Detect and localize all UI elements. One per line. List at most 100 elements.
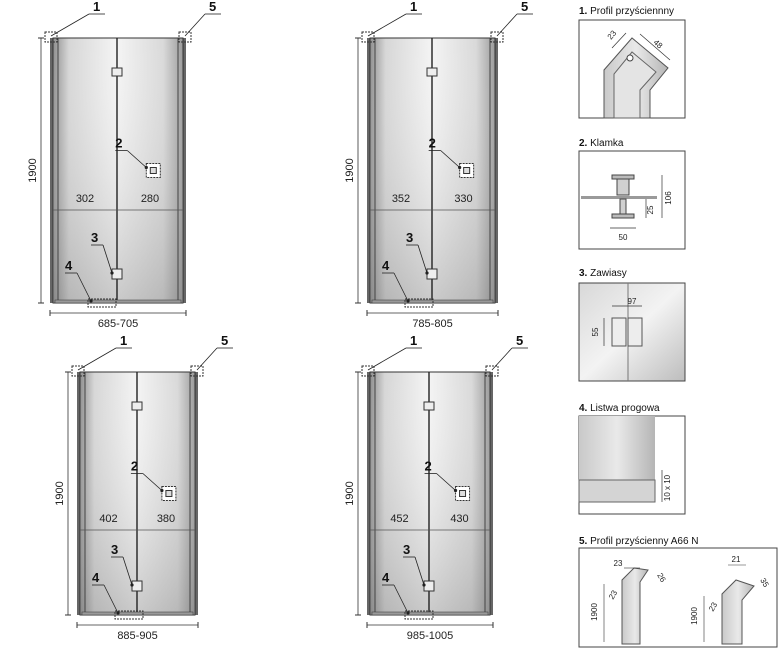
right-panel-width: 430 [450, 513, 468, 525]
handle [459, 490, 467, 497]
callout-5: 5 [209, 0, 216, 14]
profile-left [621, 567, 649, 645]
profile-detail-box [44, 31, 58, 43]
dim-label: 1900 [590, 603, 599, 621]
profile-detail-box [71, 365, 85, 377]
callout-4: 4 [382, 570, 390, 585]
hinge-bottom [131, 580, 143, 592]
glass-photo [579, 416, 655, 480]
width-range-label: 785-805 [412, 318, 452, 330]
detail-5-title: 5. Profil przyścienny A66 N [579, 536, 699, 547]
callout-3: 3 [406, 230, 413, 245]
leader-dot [406, 611, 410, 615]
hinge-top [423, 401, 435, 411]
left-panel-width: 352 [392, 193, 410, 205]
profile-detail-box [485, 365, 499, 377]
dim-label: 23 [614, 559, 623, 568]
leader-line [127, 150, 147, 168]
callout-4: 4 [92, 570, 100, 585]
dim-label: 25 [646, 205, 655, 214]
callout-2: 2 [131, 459, 138, 474]
callout-4: 4 [382, 258, 390, 273]
leader-line [77, 347, 117, 371]
callout-5: 5 [521, 0, 528, 14]
detail-2-title: 2. Klamka [579, 138, 624, 149]
callout-3: 3 [403, 542, 410, 557]
leader-dot [144, 165, 148, 170]
height-label: 1900 [344, 158, 356, 182]
leader-line [393, 584, 409, 614]
hinge-bottom [423, 580, 435, 592]
leader-line [440, 150, 460, 168]
width-range-label: 685-705 [98, 318, 138, 330]
leader-dot [89, 299, 93, 303]
leader-line [196, 347, 218, 371]
dim-label: 50 [619, 233, 628, 242]
leader-line [367, 347, 407, 371]
right-panel-width: 330 [454, 193, 472, 205]
left-panel-width: 452 [390, 513, 408, 525]
dim-line [611, 32, 627, 49]
knob-cap [611, 174, 635, 180]
height-label: 1900 [344, 481, 356, 505]
dim-label: 55 [591, 327, 600, 336]
leader-dot [453, 488, 458, 493]
leader-dot [425, 271, 429, 275]
wall-profile-left [50, 38, 53, 303]
leader-line [367, 13, 407, 37]
detail-4-threshold: 10 x 10 [578, 415, 686, 515]
callout-5: 5 [221, 333, 228, 348]
leader-line [491, 347, 513, 371]
profile-inner [613, 51, 657, 119]
leader-dot [406, 299, 410, 303]
leader-line [76, 272, 92, 302]
left-panel-width: 402 [99, 513, 117, 525]
handle [149, 167, 157, 174]
hinge-leaf [627, 317, 643, 347]
dim-label: 97 [628, 297, 637, 306]
wall-profile-left [367, 372, 370, 615]
leader-line [50, 13, 90, 37]
threshold-detail-box [114, 610, 144, 620]
height-label: 1900 [27, 158, 39, 182]
hinge-bottom [426, 268, 438, 280]
dim-label: 106 [664, 191, 673, 205]
detail-2-handle: 106 25 50 [578, 150, 686, 250]
leader-line [393, 272, 409, 302]
callout-4: 4 [65, 258, 73, 273]
callout-3: 3 [111, 542, 118, 557]
leader-line [142, 473, 163, 491]
dim-label: 21 [732, 555, 741, 564]
leader-dot [130, 583, 134, 587]
profile-detail-box [361, 365, 375, 377]
callout-1: 1 [410, 333, 417, 348]
wall-profile-right [490, 372, 493, 615]
threshold-detail-box [404, 610, 434, 620]
handle [463, 167, 471, 174]
leader-line [496, 13, 518, 37]
leader-line [122, 556, 133, 586]
callout-2: 2 [425, 459, 432, 474]
detail-3-title: 3. Zawiasy [579, 268, 627, 279]
knob-cap [611, 213, 635, 219]
profile-right [721, 579, 755, 645]
detail-3-hinges: 97 55 [578, 282, 686, 382]
threshold-strip [371, 611, 489, 616]
leader-line [102, 244, 113, 274]
wall-profile-right [183, 38, 186, 303]
right-panel-width: 280 [141, 193, 159, 205]
leader-line [103, 584, 119, 614]
callout-5: 5 [516, 333, 523, 348]
dim-line [639, 33, 671, 61]
threshold-detail-box [87, 298, 117, 308]
wall-profile-right [495, 38, 498, 303]
leader-dot [110, 271, 114, 275]
leader-line [184, 13, 206, 37]
threshold-strip [81, 611, 194, 616]
wall-profile-right [195, 372, 198, 615]
profile-detail-box [190, 365, 204, 377]
profile-detail-box [178, 31, 192, 43]
